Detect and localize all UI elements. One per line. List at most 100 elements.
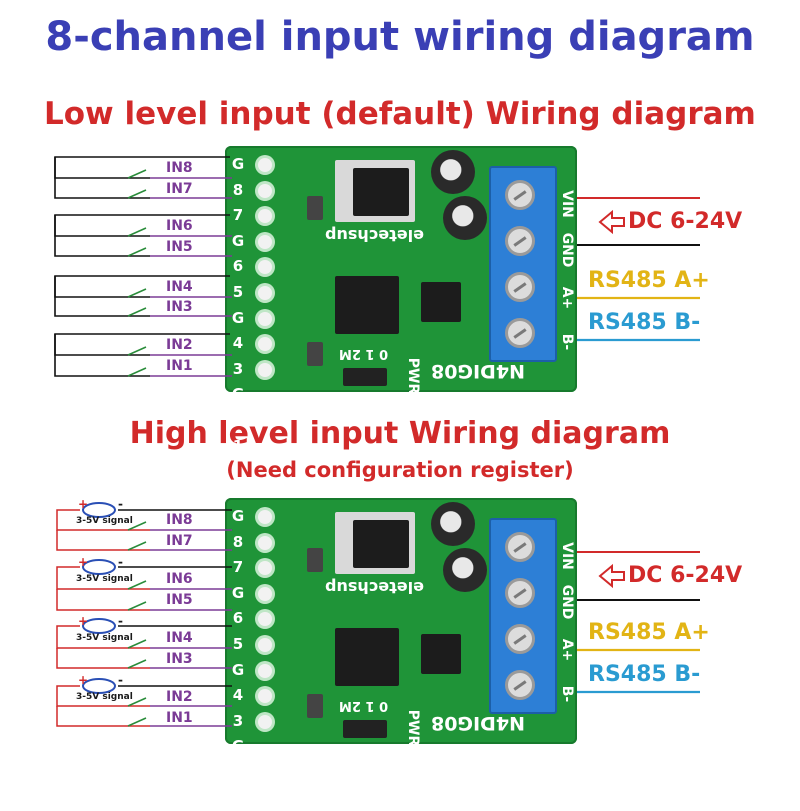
signal-source-label: 3-5V signal <box>76 692 133 702</box>
signal-wire <box>56 530 150 551</box>
pin-labels: G 8 7 G 6 5 G 4 3 G 2 1 <box>229 504 247 811</box>
signal-wire <box>56 648 150 669</box>
high-ground-wiring <box>118 509 232 687</box>
solder-pad <box>258 510 272 524</box>
solder-pad <box>258 664 272 678</box>
solder-pad <box>258 363 272 377</box>
capacitor <box>431 150 475 194</box>
signal-plus-label: + <box>78 673 89 687</box>
switch-icon <box>127 601 147 611</box>
pin-label: G <box>231 231 245 250</box>
pin-labels: G 8 7 G 6 5 G 4 3 G 2 1 <box>229 152 247 459</box>
solder-pad <box>258 286 272 300</box>
switch-icon <box>127 717 147 727</box>
switch-icon <box>127 169 147 179</box>
high-switch-symbols <box>127 521 147 727</box>
switch-icon <box>127 367 147 377</box>
resistor-array <box>307 694 323 718</box>
input-label-in8: IN8 <box>166 160 193 176</box>
signal-source-icon <box>82 559 116 575</box>
solder-pad <box>258 638 272 652</box>
signal-plus-label: + <box>78 497 89 511</box>
signal-source-icon <box>82 678 116 694</box>
solder-pad <box>258 536 272 550</box>
wire <box>54 333 230 356</box>
solder-pad <box>258 209 272 223</box>
switch-icon <box>127 580 147 590</box>
pin-label: 8 <box>232 532 244 551</box>
input-label-in1: IN1 <box>166 358 193 374</box>
input-label-in4: IN4 <box>166 279 193 295</box>
signal-wire <box>56 566 150 590</box>
pin-label: 4 <box>232 334 244 353</box>
pin-label: 8 <box>232 180 244 199</box>
low-switch-wiring <box>54 156 230 377</box>
signal-source-label: 3-5V signal <box>76 633 133 643</box>
page-title: 8-channel input wiring diagram <box>45 14 755 60</box>
arrow-left-icon <box>598 563 625 589</box>
switch-icon <box>127 307 147 317</box>
input-label-in2: IN2 <box>166 689 193 705</box>
solder-pad <box>258 235 272 249</box>
terminal-screw <box>505 180 535 210</box>
signal-wire <box>56 509 150 531</box>
wire <box>54 276 150 317</box>
solder-pad <box>258 689 272 703</box>
pin-label: G <box>231 155 245 173</box>
input-label-in5: IN5 <box>166 239 193 255</box>
low-switch-symbols <box>127 169 147 377</box>
wire <box>54 275 230 298</box>
solder-pad <box>258 587 272 601</box>
signal-wire <box>56 685 150 707</box>
terminal-screw <box>505 532 535 562</box>
pin-label: 3 <box>232 711 244 730</box>
pin-label: G <box>231 507 245 525</box>
terminal-screw <box>505 624 535 654</box>
pin-label: 5 <box>232 634 244 653</box>
solder-pad <box>258 612 272 626</box>
input-label-in3: IN3 <box>166 651 193 667</box>
input-label-in1: IN1 <box>166 710 193 726</box>
high-level-section-title: High level input Wiring diagram <box>129 416 671 451</box>
wire <box>54 334 150 377</box>
signal-source-label: 3-5V signal <box>76 516 133 526</box>
signal-wire <box>56 706 150 727</box>
wire <box>54 156 230 179</box>
pin-label: 6 <box>232 609 244 628</box>
pin-label: 1 <box>232 788 244 807</box>
input-label-in4: IN4 <box>166 630 193 646</box>
pin-label: G <box>231 308 245 327</box>
switch-icon <box>127 288 147 298</box>
solder-pad <box>258 337 272 351</box>
resistor-array <box>307 342 323 366</box>
terminal-block <box>489 518 557 714</box>
regulator-body <box>353 168 409 216</box>
low-input-lines <box>150 177 232 377</box>
main-ic <box>335 276 399 334</box>
high-signal-wiring <box>56 509 150 727</box>
input-label-in6: IN6 <box>166 218 193 234</box>
pin-label: 7 <box>232 206 244 225</box>
terminal-screw <box>505 578 535 608</box>
capacitor <box>443 548 487 592</box>
input-label-in3: IN3 <box>166 299 193 315</box>
rs485-ic <box>421 282 461 322</box>
pin-label: 7 <box>232 558 244 577</box>
board-high: G 8 7 G 6 5 G 4 3 G 2 1 eletechsup 0 1 2… <box>225 498 577 807</box>
switch-icon <box>127 227 147 237</box>
signal-source-label: 3-5V signal <box>76 574 133 584</box>
solder-pad <box>258 184 272 198</box>
dc-supply-label: DC 6-24V <box>628 209 743 234</box>
switch-icon <box>127 659 147 669</box>
wire <box>54 215 150 257</box>
rs485-b-label: RS485 B- <box>588 310 701 335</box>
terminal-screw <box>505 318 535 348</box>
high-level-section-subtitle: (Need configuration register) <box>226 458 574 482</box>
resistor-array <box>307 196 323 220</box>
switch-icon <box>127 639 147 649</box>
signal-wire <box>56 625 150 649</box>
rs485-ic <box>421 634 461 674</box>
pin-label: 2 <box>232 410 244 429</box>
rs485-a-label: RS485 A+ <box>588 620 710 645</box>
